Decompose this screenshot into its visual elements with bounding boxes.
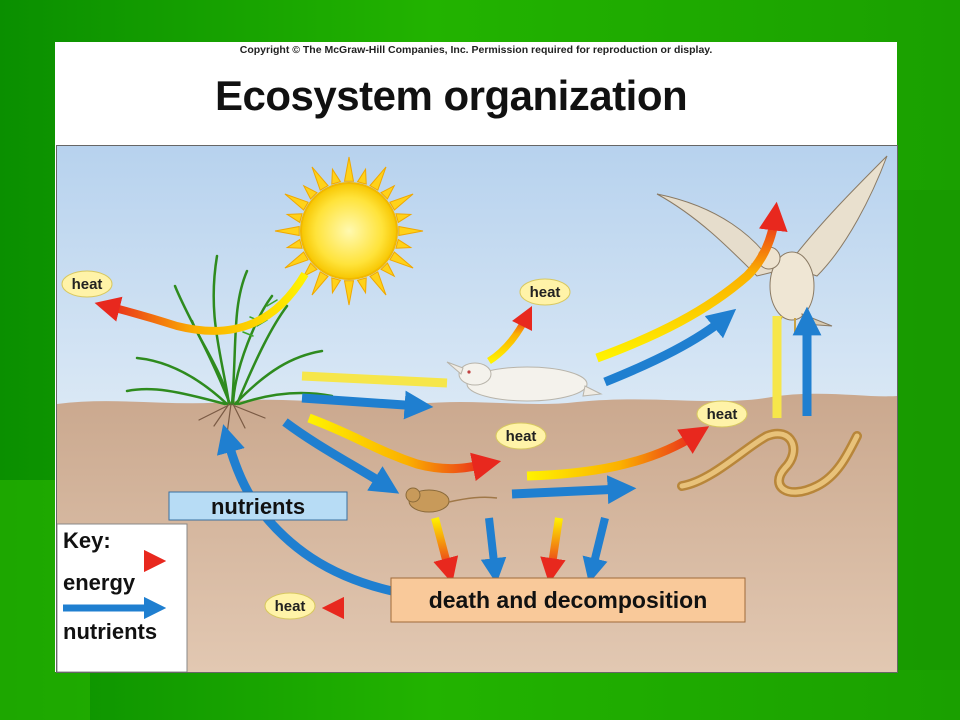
- sun-ray: [284, 251, 309, 269]
- sun-ray: [389, 193, 414, 211]
- legend-title: Key:: [63, 528, 111, 553]
- sun-ray: [311, 166, 329, 191]
- sun-ray: [395, 213, 413, 224]
- nutrient-arrow-mouse-decomp: [480, 517, 507, 584]
- sun-ray: [302, 262, 318, 278]
- svg-text:heat: heat: [72, 276, 103, 293]
- legend-energy: energy: [63, 570, 136, 595]
- legend-key: Key: energy nutrients: [57, 523, 188, 672]
- hawk-icon: [656, 155, 888, 332]
- sun-ray: [331, 167, 342, 185]
- heat-bubble-soil: heat: [495, 422, 547, 450]
- sun-ray: [380, 184, 396, 200]
- sun-icon: [274, 156, 424, 306]
- energy-arrow-mouse-snake: [526, 426, 710, 481]
- diagram-svg: heat heat heat heat heat nutrients: [57, 146, 897, 672]
- sun-ray: [369, 166, 387, 191]
- nutrient-arrow-plant-mouse: [282, 418, 400, 494]
- svg-text:heat: heat: [530, 284, 561, 301]
- death-decomposition-box: death and decomposition: [390, 577, 746, 623]
- svg-text:death and decomposition: death and decomposition: [429, 587, 708, 613]
- svg-text:heat: heat: [707, 406, 738, 423]
- nutrient-arrow-plant-rabbit: [301, 390, 434, 420]
- energy-arrow-plant-heat: [94, 271, 309, 335]
- slide-panel: Copyright © The McGraw-Hill Companies, I…: [55, 42, 898, 673]
- nutrient-arrow-snake-decomp: [582, 517, 609, 584]
- heat-bubble-left: heat: [61, 270, 113, 298]
- snake-icon: [677, 428, 862, 498]
- mouse-icon: [405, 487, 498, 513]
- sun-ray: [302, 184, 318, 200]
- energy-arrow-plant-mouse-heat: [307, 413, 502, 481]
- sun-ray: [389, 251, 414, 269]
- copyright-notice: Copyright © The McGraw-Hill Companies, I…: [239, 44, 713, 56]
- sun-ray: [380, 262, 396, 278]
- energy-arrow-rabbit-hawk: [595, 201, 788, 363]
- heat-bubble-rabbit: heat: [519, 278, 571, 306]
- page-title: Ecosystem organization: [215, 72, 688, 119]
- legend-nutrients: nutrients: [63, 619, 157, 644]
- background-stripe-right: [896, 190, 960, 670]
- sun-ray: [356, 277, 367, 295]
- sun-ray: [343, 280, 355, 306]
- sun-ray: [331, 277, 342, 295]
- heat-bubble-snake: heat: [696, 400, 748, 428]
- sun-ray: [285, 238, 303, 249]
- sun-ray: [398, 225, 424, 237]
- sun-ray: [284, 193, 309, 211]
- sun-ray: [274, 225, 300, 237]
- nutrient-arrow-rabbit-hawk: [603, 308, 737, 387]
- sun-ray: [285, 213, 303, 224]
- svg-text:nutrients: nutrients: [211, 494, 305, 519]
- energy-arrow-snake-decomp: [540, 517, 566, 584]
- ecosystem-diagram: heat heat heat heat heat nutrients: [56, 145, 898, 673]
- sun-ray: [311, 271, 329, 296]
- svg-text:heat: heat: [506, 428, 537, 445]
- sun-ray: [395, 238, 413, 249]
- sun-ray: [343, 156, 355, 182]
- svg-text:heat: heat: [275, 598, 306, 615]
- energy-arrow-rabbit-heat: [487, 305, 533, 364]
- heat-bubble-decomp: heat: [264, 592, 316, 620]
- sun-ray: [369, 271, 387, 296]
- energy-arrow-mouse-decomp: [431, 516, 459, 584]
- energy-arrow-plant-rabbit: [301, 371, 448, 388]
- sun-ray: [356, 167, 367, 185]
- rabbit-icon: [446, 361, 603, 402]
- nutrients-box: nutrients: [168, 491, 348, 521]
- nutrient-arrow-mouse-snake: [511, 475, 637, 505]
